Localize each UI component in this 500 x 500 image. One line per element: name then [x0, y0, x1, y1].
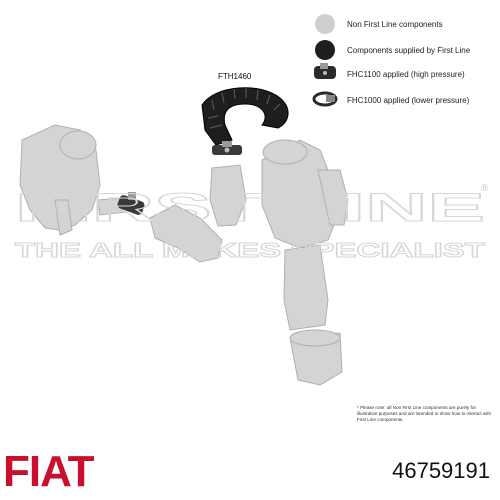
first-line-components — [201, 87, 289, 146]
watermark-line2: THE ALL MAKES SPECIALIST — [15, 240, 486, 263]
legend-label-lower-pressure: FHC1000 applied (lower pressure) — [347, 96, 470, 105]
clamps — [117, 141, 242, 215]
watermark-line1-text: FIRST LINE — [15, 186, 485, 227]
clamp-high-pressure-icon — [314, 63, 336, 79]
part-number: 46759191 — [392, 458, 490, 483]
legend-swatches — [312, 14, 338, 107]
watermark-line2-text: THE ALL MAKES SPECIALIST — [15, 240, 485, 262]
watermark-line1: FIRST LINE — [15, 186, 486, 228]
watermark-registered-mark: ® — [481, 183, 489, 194]
lower-cylinder — [283, 244, 329, 331]
part-callout-label: FTH1460 — [218, 72, 252, 81]
brand-logo: FIAT — [3, 447, 94, 496]
middle-hose — [149, 204, 223, 263]
non-first-line-components — [19, 124, 349, 386]
left-pipe-down — [54, 199, 73, 236]
bottom-cup-top — [289, 329, 341, 347]
right-housing-top — [262, 139, 308, 165]
hose-ribs — [207, 88, 281, 129]
clamp-lower-pressure-icon — [312, 91, 338, 107]
right-housing — [261, 139, 339, 249]
left-turbo-flange — [59, 130, 97, 160]
clamp-center-icon — [212, 141, 242, 155]
legend-swatch-first-line — [315, 40, 335, 60]
clamp-left-icon — [117, 192, 145, 215]
illustration-note: * Please note: all Non First Line compon… — [357, 405, 492, 422]
legend-swatch-non-first-line — [315, 14, 335, 34]
legend-label-non-first-line: Non First Line components — [347, 20, 443, 29]
legend-label-high-pressure: FHC1100 applied (high pressure) — [347, 70, 465, 79]
legend-label-first-line: Components supplied by First Line — [347, 46, 471, 55]
right-side-pipe — [317, 169, 349, 226]
center-connector — [209, 164, 247, 227]
